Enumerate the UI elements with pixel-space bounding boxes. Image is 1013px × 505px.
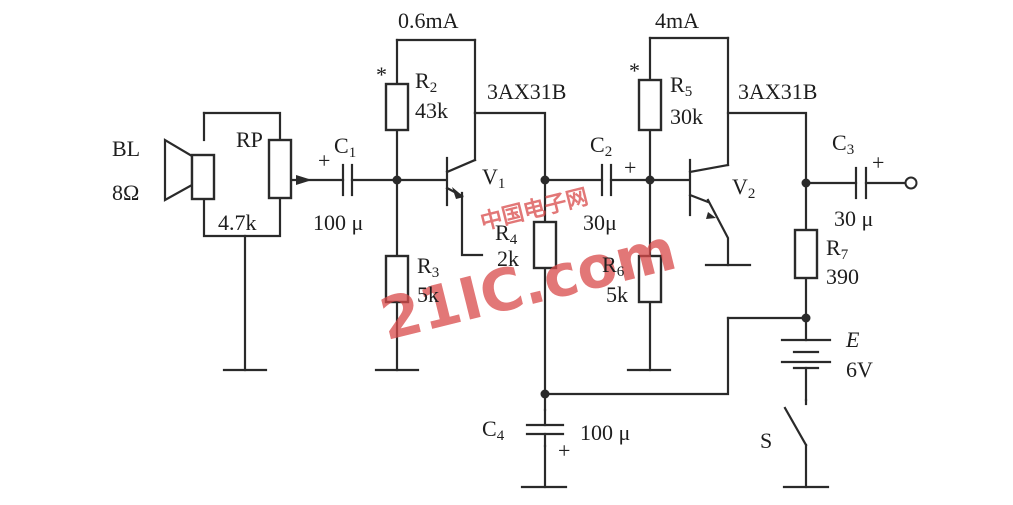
label-s: S xyxy=(760,428,772,453)
label-r5: R5 xyxy=(670,72,692,100)
label-r3-value: 5k xyxy=(417,282,439,307)
label-e-value: 6V xyxy=(846,357,873,382)
label-c2: C2 xyxy=(590,132,612,160)
junction-dot xyxy=(801,178,811,188)
label-r4: R4 xyxy=(495,220,518,248)
label-r6: R6 xyxy=(602,252,625,280)
switch-s xyxy=(783,398,808,447)
resistor-r6 xyxy=(637,254,663,304)
label-r3: R3 xyxy=(417,253,439,281)
label-v1: V1 xyxy=(482,164,505,192)
capacitor-c1 xyxy=(341,163,354,197)
output-terminal-icon xyxy=(904,176,918,190)
label-r7: R7 xyxy=(826,235,849,263)
current-label-v1: 0.6mA xyxy=(398,8,459,33)
label-rp: RP xyxy=(236,127,263,152)
label-c1-value: 100 μ xyxy=(313,210,363,235)
junction-dots xyxy=(392,175,811,399)
transistor-v2 xyxy=(688,158,730,219)
label-c3: C3 xyxy=(832,130,854,158)
current-label-v2: 4mA xyxy=(655,8,699,33)
resistor-r4 xyxy=(532,220,558,270)
capacitor-c2 xyxy=(600,163,613,197)
junction-dot xyxy=(392,175,402,185)
label-c2-value: 30μ xyxy=(583,210,617,235)
label-r2-value: 43k xyxy=(415,98,448,123)
label-e: E xyxy=(845,327,860,352)
battery-e xyxy=(780,338,832,370)
label-v2-type: 3AX31B xyxy=(738,79,817,104)
capacitor-c4 xyxy=(525,408,565,448)
label-v2: V2 xyxy=(732,174,755,202)
resistor-r7 xyxy=(793,228,819,280)
label-c3-value: 30 μ xyxy=(834,206,873,231)
junction-dot xyxy=(645,175,655,185)
label-c3-plus: + xyxy=(872,150,884,175)
capacitor-c3 xyxy=(854,166,868,200)
labels: 0.6mA 4mA * * BL 8Ω RP 4.7k C1 + 100 μ R… xyxy=(112,8,884,463)
label-c1-plus: + xyxy=(318,148,330,173)
emitter-arrow-icon xyxy=(452,187,464,199)
junction-dot xyxy=(540,389,550,399)
label-r2: R2 xyxy=(415,68,437,96)
adjust-mark-r2: * xyxy=(376,62,387,87)
transistor-v1 xyxy=(445,156,477,207)
junction-dot xyxy=(801,313,811,323)
label-r7-value: 390 xyxy=(826,264,859,289)
resistor-r2 xyxy=(384,82,410,132)
watermark: 21IC.com 中国电子网 xyxy=(373,185,682,354)
label-rp-value: 4.7k xyxy=(218,210,257,235)
label-c2-plus: + xyxy=(624,155,636,180)
resistor-r5 xyxy=(637,78,663,132)
label-r4-value: 2k xyxy=(497,246,519,271)
label-c4-plus: + xyxy=(558,438,570,463)
potentiometer-rp xyxy=(267,138,312,200)
wiper-arrow-icon xyxy=(296,175,312,185)
label-r6-value: 5k xyxy=(606,282,628,307)
label-r5-value: 30k xyxy=(670,104,703,129)
emitter-arrow-icon xyxy=(706,212,716,219)
label-bl: BL xyxy=(112,136,140,161)
label-bl-value: 8Ω xyxy=(112,180,139,205)
label-v1-type: 3AX31B xyxy=(487,79,566,104)
resistor-r3 xyxy=(384,254,410,304)
adjust-mark-r5: * xyxy=(629,58,640,83)
label-c4-value: 100 μ xyxy=(580,420,630,445)
label-c4: C4 xyxy=(482,416,505,444)
junction-dot xyxy=(540,175,550,185)
label-c1: C1 xyxy=(334,133,356,161)
speaker-bl xyxy=(163,138,216,202)
